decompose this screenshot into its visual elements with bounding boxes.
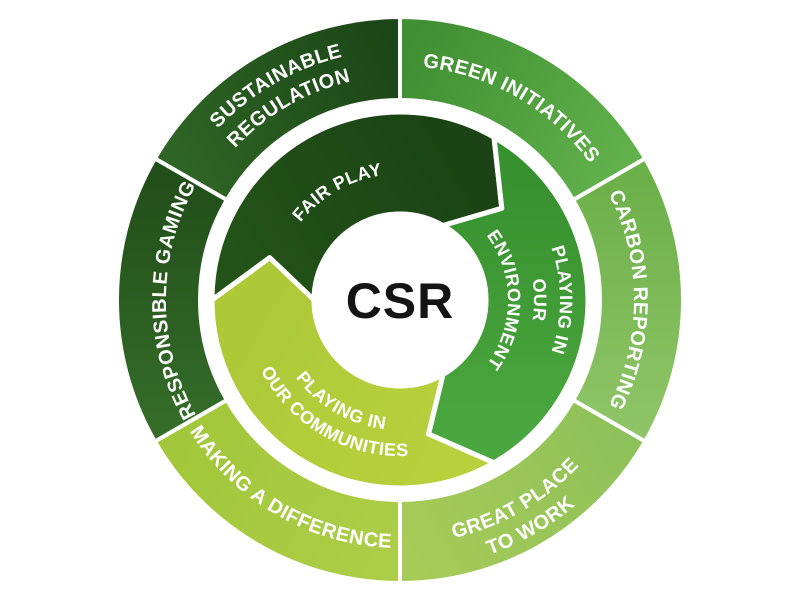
label-playing-in-our-environment-line2: OUR (529, 278, 550, 323)
inner-arrow-playing-in-our-environment (426, 134, 591, 466)
center-label: CSR (346, 273, 455, 329)
outer-ring (114, 15, 686, 585)
center-circle (315, 215, 485, 385)
outer-segment-responsible-gaming (114, 156, 229, 444)
inner-arrow-fair-play (209, 109, 505, 303)
inner-arrow-playing-in-our-communities (209, 255, 497, 491)
inner-arrow-ring (209, 109, 591, 491)
